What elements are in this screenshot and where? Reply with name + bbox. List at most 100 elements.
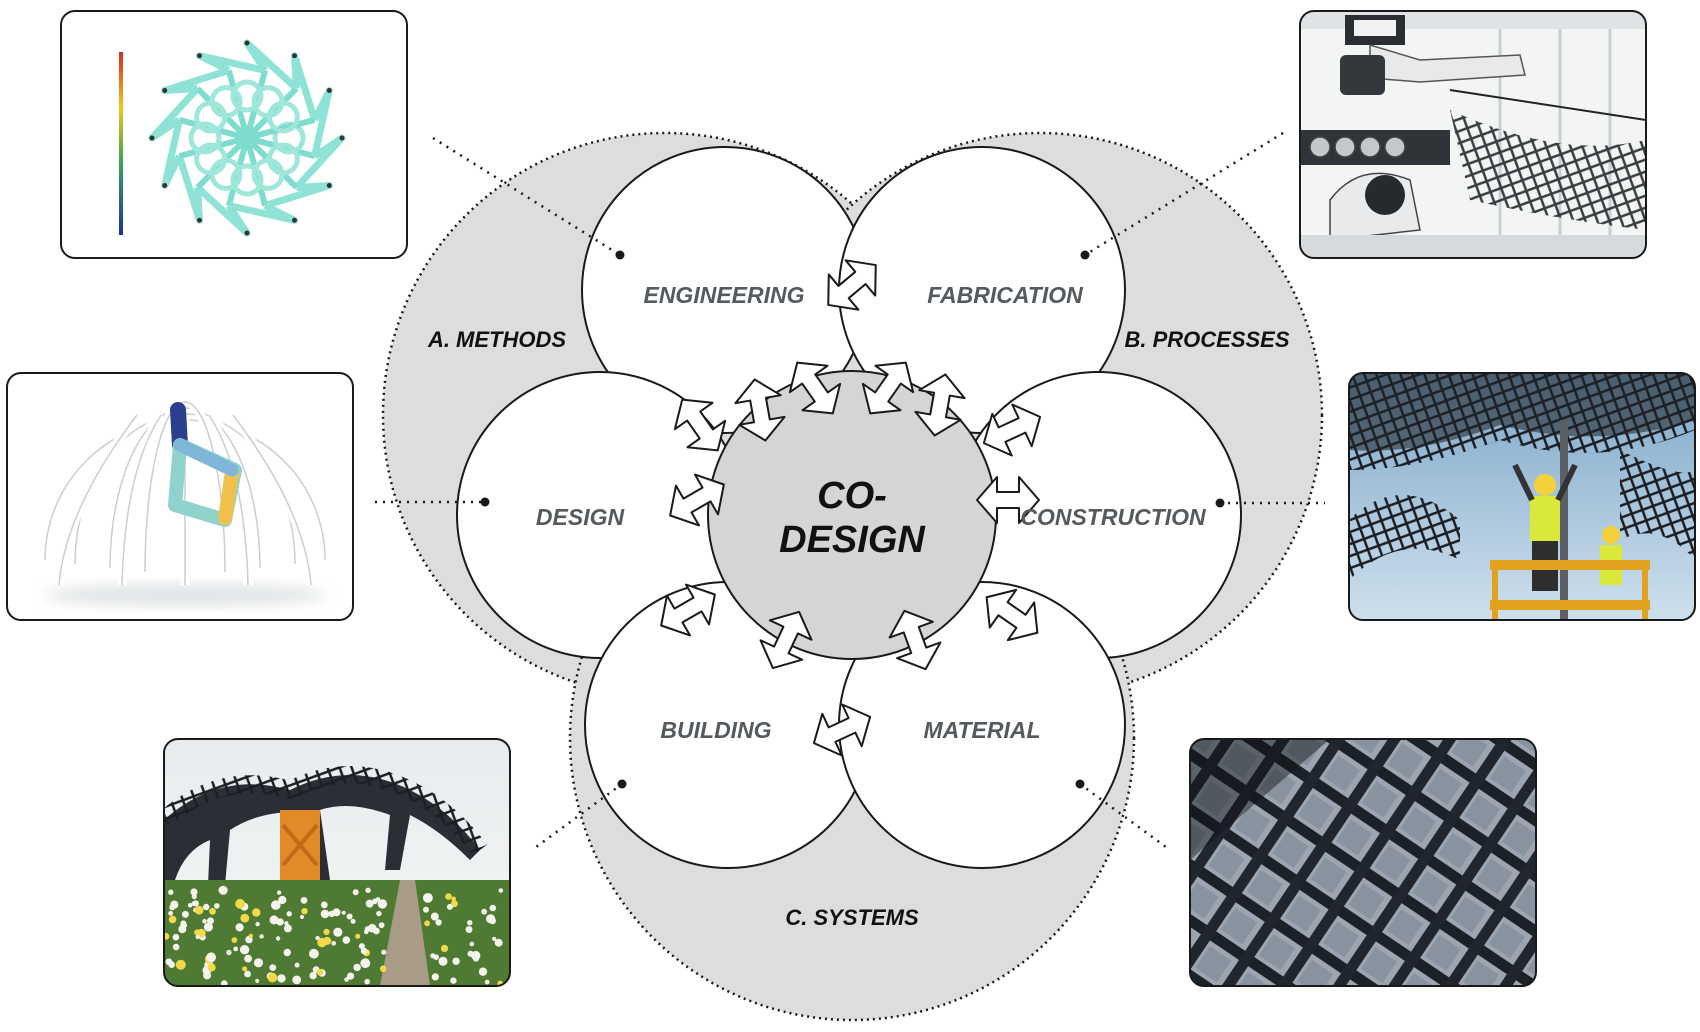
flower: [465, 926, 473, 933]
lattice-node: [197, 217, 202, 223]
double-arrow-icon: [660, 583, 716, 637]
lattice-cell: [230, 163, 264, 197]
flower: [365, 899, 374, 908]
flower: [320, 909, 330, 919]
connector-lines: [375, 131, 1325, 852]
double-arrow-icon: [985, 588, 1039, 642]
color-scale-bar: [119, 52, 123, 235]
flower: [365, 887, 371, 893]
double-arrow-icon: [759, 610, 813, 670]
flower: [440, 944, 449, 953]
flower: [450, 900, 458, 908]
double-arrow-icon: [669, 473, 725, 527]
flower: [373, 927, 380, 935]
flower: [484, 979, 490, 985]
double-arrow-icon: [812, 703, 872, 757]
lattice-cell: [209, 85, 243, 119]
lattice-node: [292, 217, 297, 223]
flower: [278, 895, 287, 905]
double-arrow-icon: [788, 361, 842, 415]
flower: [469, 941, 475, 947]
flower-field: [164, 885, 504, 986]
flower: [377, 899, 388, 909]
flower: [242, 966, 248, 972]
flower: [233, 946, 239, 952]
flower: [269, 915, 279, 925]
double-arrow-icon: [976, 476, 1040, 524]
flower: [187, 903, 193, 908]
connector-dot: [480, 497, 490, 507]
flower: [358, 943, 365, 950]
node-label-construction: CONSTRUCTION: [1020, 504, 1206, 530]
flower: [203, 922, 213, 932]
lattice-node: [244, 230, 250, 236]
lattice-node: [244, 40, 250, 46]
flower: [206, 952, 217, 963]
center-label-line2: DESIGN: [779, 519, 926, 561]
flower: [255, 978, 260, 983]
dome-model: [40, 397, 330, 586]
lattice-node: [292, 53, 297, 59]
flower: [309, 971, 317, 980]
flower: [202, 918, 207, 924]
flower: [267, 972, 278, 983]
flower: [472, 955, 480, 962]
double-arrow-icon: [982, 403, 1042, 457]
lattice-node: [339, 135, 345, 141]
flower: [209, 907, 216, 915]
flower: [244, 954, 253, 963]
node-label-building: BUILDING: [660, 717, 771, 743]
flower: [316, 968, 324, 976]
lattice-cell: [230, 79, 264, 113]
fiber-material-closeup-photo: [1189, 738, 1537, 987]
connector-fabrication: [1084, 131, 1284, 257]
flower: [248, 933, 253, 939]
flower: [431, 973, 439, 981]
flower: [424, 920, 430, 927]
flower: [481, 908, 488, 915]
flower: [191, 901, 197, 907]
lattice-node: [162, 183, 168, 188]
flower: [194, 905, 204, 915]
flower: [381, 949, 387, 955]
flower: [239, 945, 250, 955]
lattice-node: [326, 88, 332, 93]
dome-rib-outline: [144, 401, 226, 573]
flower: [435, 919, 442, 926]
lattice-node: [162, 88, 168, 93]
flower: [379, 965, 387, 973]
digital-model-render: [6, 372, 354, 621]
connector-dot: [615, 250, 625, 260]
flower: [320, 901, 328, 909]
flower: [446, 903, 453, 910]
flower: [315, 935, 320, 941]
flower: [172, 933, 180, 941]
flower: [235, 898, 246, 909]
flower: [355, 933, 361, 939]
flower: [294, 962, 300, 968]
lattice-node: [149, 135, 155, 141]
flower: [190, 888, 198, 896]
flower: [341, 910, 346, 915]
flower: [353, 963, 361, 972]
flower: [492, 936, 497, 942]
flower: [168, 910, 174, 916]
flower: [172, 943, 180, 951]
flower: [292, 975, 302, 985]
flower: [360, 947, 368, 955]
flower: [283, 924, 292, 933]
connector-dot: [1080, 250, 1090, 260]
dome-arch-outline: [121, 414, 162, 586]
lattice-node: [197, 53, 202, 59]
flower: [372, 898, 378, 905]
flower: [352, 889, 359, 896]
node-label-design: DESIGN: [536, 504, 625, 530]
flower: [207, 917, 214, 925]
flower: [226, 949, 232, 956]
flower: [378, 922, 385, 929]
node-label-fabrication: FABRICATION: [927, 282, 1083, 308]
flower: [346, 913, 353, 920]
dome-arch-outline: [58, 414, 138, 586]
flower: [331, 941, 337, 946]
